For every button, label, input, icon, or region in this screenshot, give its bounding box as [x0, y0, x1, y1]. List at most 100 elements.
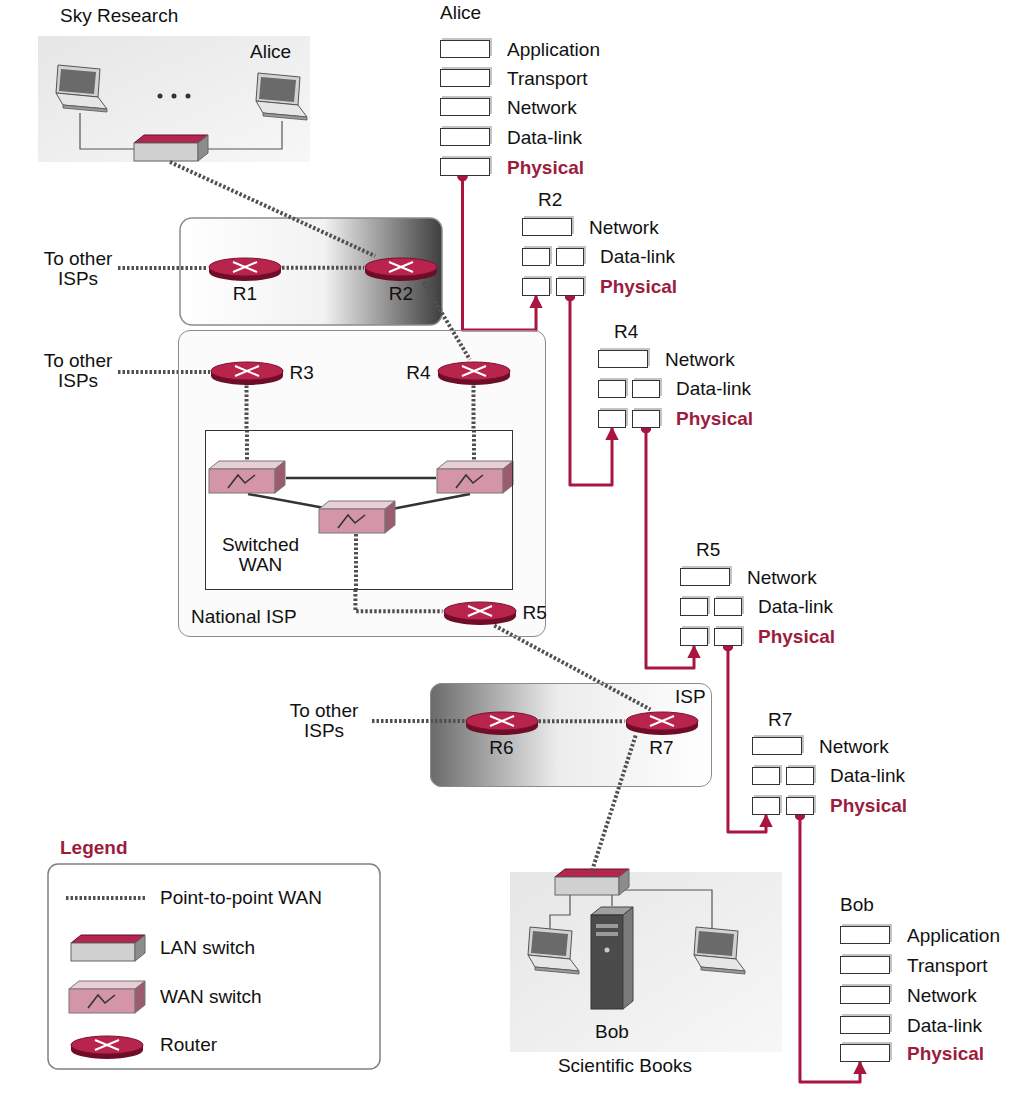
- more-dots: [186, 94, 191, 99]
- layer-half-box: [598, 380, 626, 398]
- signal-path: [800, 815, 860, 1082]
- wan-ground: [205, 430, 513, 590]
- layer-box: Network: [840, 986, 890, 1004]
- router-symbol: [625, 710, 699, 736]
- wan-link: [592, 736, 636, 873]
- layer-box: Network: [522, 218, 572, 236]
- layer-half-box: [680, 598, 708, 616]
- laptop: [694, 927, 745, 974]
- legend-text: Router: [160, 1035, 217, 1055]
- layer-name: Data-link: [830, 766, 905, 786]
- text-holder: R4: [614, 322, 638, 342]
- layer-name: Network: [907, 986, 977, 1006]
- diagram-label: To other ISPs: [284, 701, 364, 741]
- router-top: [444, 602, 516, 620]
- text-holder: WAN switch: [160, 987, 262, 1007]
- layer-box: Physical: [522, 278, 584, 296]
- text-holder: Point-to-point WAN: [160, 888, 322, 908]
- text-holder: R6: [459, 738, 545, 758]
- lan-switch: [134, 135, 208, 161]
- layer-name: Network: [819, 737, 889, 757]
- text-holder: Transport: [507, 69, 588, 89]
- text-holder: R3: [290, 363, 314, 383]
- text-holder: Physical: [676, 409, 753, 429]
- layer-half-box: [752, 797, 780, 815]
- layer-name: Transport: [907, 956, 988, 976]
- router-label: R4: [393, 363, 431, 383]
- layer-name: Transport: [507, 69, 588, 89]
- router-symbol: [465, 710, 539, 736]
- text-holder: ISP: [675, 687, 706, 707]
- layer-box: Application: [440, 40, 490, 58]
- text-holder: Alice: [250, 42, 291, 62]
- text-holder: To other ISPs: [38, 249, 118, 289]
- isp-box: National ISPR3R4Switched WANR5: [178, 330, 546, 637]
- text-holder: To other ISPs: [284, 701, 364, 741]
- text-holder: Physical: [600, 277, 677, 297]
- wan-link: [472, 386, 476, 430]
- layer-half-box: [680, 628, 708, 646]
- layer-name: Physical: [676, 409, 753, 429]
- layer-half-box: [556, 248, 584, 266]
- isp-ground: [180, 218, 442, 325]
- layer-box: Network: [440, 98, 490, 116]
- text-holder: Physical: [507, 158, 584, 178]
- text-holder: R2: [538, 190, 562, 210]
- layer-name: Data-link: [676, 379, 751, 399]
- router-symbol: [210, 360, 284, 386]
- layer-name: Network: [665, 350, 735, 370]
- router-label: R3: [290, 363, 314, 383]
- wan-link: [282, 266, 364, 270]
- text-holder: Transport: [907, 956, 988, 976]
- legend-text: WAN switch: [160, 987, 262, 1007]
- text-holder: Alice: [440, 3, 481, 23]
- diagram-label: R2: [538, 190, 562, 210]
- layer-half-box: [598, 410, 626, 428]
- diagram-label: R7: [768, 710, 792, 730]
- more-dots: [158, 94, 163, 99]
- layer-box: Physical: [752, 797, 814, 815]
- text-holder: Bob: [580, 1022, 644, 1042]
- router-symbol: [208, 256, 282, 282]
- diagram-label: R4: [614, 322, 638, 342]
- text-holder: Scientific Books: [530, 1056, 720, 1076]
- layer-half-box: [522, 248, 550, 266]
- lan-ground: [510, 872, 782, 1052]
- laptop: [56, 65, 107, 112]
- router-cross: [490, 716, 514, 726]
- router-cross: [468, 606, 492, 616]
- diagram-label: Bob: [840, 895, 874, 915]
- text-holder: Data-link: [758, 597, 833, 617]
- isp-ground: [430, 683, 712, 787]
- router: R6: [465, 710, 539, 736]
- router-cross: [462, 366, 486, 376]
- area-label: Sky Research: [60, 6, 178, 26]
- text-holder: Physical: [758, 627, 835, 647]
- router-top: [466, 712, 538, 730]
- router-label: R7: [619, 738, 705, 758]
- text-holder: Physical: [907, 1044, 984, 1064]
- router-symbol: [364, 256, 438, 282]
- text-holder: Data-link: [676, 379, 751, 399]
- area-label: Switched WAN: [216, 535, 306, 575]
- router-top: [438, 362, 510, 380]
- text-holder: Network: [665, 350, 735, 370]
- layer-half-box: [786, 797, 814, 815]
- layer-name: Network: [747, 568, 817, 588]
- diagram-label: Alice: [440, 3, 481, 23]
- lan-area: BobScientific Books: [510, 872, 782, 1052]
- wan-switch: [209, 461, 285, 493]
- layer-name: Network: [507, 98, 577, 118]
- text-holder: Network: [819, 737, 889, 757]
- text-holder: Sky Research: [60, 6, 178, 26]
- area-label: Alice: [250, 42, 291, 62]
- laptop: [256, 73, 307, 120]
- router-top: [365, 258, 437, 276]
- layer-name: Physical: [830, 796, 907, 816]
- layer-box: Physical: [598, 410, 660, 428]
- text-holder: Data-link: [600, 247, 675, 267]
- wan-link: [245, 386, 249, 430]
- area-label: Bob: [580, 1022, 644, 1042]
